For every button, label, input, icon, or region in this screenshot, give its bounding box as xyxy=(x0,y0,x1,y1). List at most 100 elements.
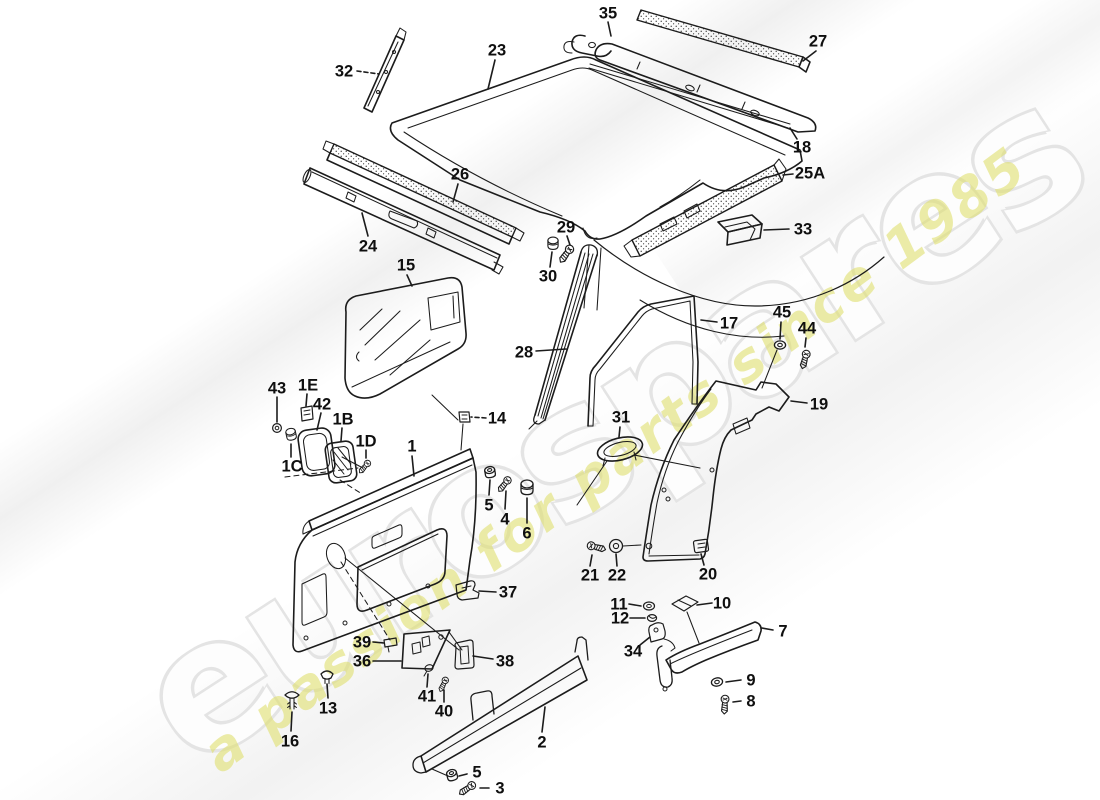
screw-3 xyxy=(456,779,478,798)
leader-32-3 xyxy=(356,70,380,75)
part-label-17-13: 17 xyxy=(720,315,738,333)
part-label-3-39: 3 xyxy=(495,780,504,798)
part-label-42-20: 42 xyxy=(313,396,331,414)
part-label-45-14: 45 xyxy=(773,304,791,322)
leader-29-9 xyxy=(566,235,571,246)
part-label-21-40: 21 xyxy=(581,567,599,585)
leader-7-47 xyxy=(761,627,774,631)
part-label-29-9: 29 xyxy=(557,219,575,237)
b-pillar-trim xyxy=(623,158,787,258)
leader-14-24 xyxy=(470,416,487,419)
part-label-1B-21: 1B xyxy=(332,411,353,429)
header-rail-assembly xyxy=(563,34,817,133)
part-label-38-32: 38 xyxy=(496,653,514,671)
a-pillar-trim xyxy=(363,27,407,113)
part-label-12-44: 12 xyxy=(611,610,629,628)
leader-27-1 xyxy=(802,50,817,62)
part-label-27-1: 27 xyxy=(809,33,827,51)
part-label-26-4: 26 xyxy=(451,166,469,184)
leader-37-29 xyxy=(478,590,497,593)
door-trim-panel xyxy=(284,423,477,653)
part-label-14-24: 14 xyxy=(488,410,507,428)
grommet-1C xyxy=(284,426,298,442)
part-label-6-28: 6 xyxy=(522,525,531,543)
part-label-9-48: 9 xyxy=(746,672,755,690)
part-label-22-41: 22 xyxy=(608,567,626,585)
part-label-4-27: 4 xyxy=(500,511,510,529)
leader-39-30 xyxy=(372,641,385,644)
leader-1E-19 xyxy=(305,393,308,407)
part-label-25A-7: 25A xyxy=(795,165,825,183)
leader-38-32 xyxy=(472,655,494,660)
part-label-30-10: 30 xyxy=(539,268,557,286)
grommet-30 xyxy=(547,236,559,251)
hook-37 xyxy=(455,580,480,601)
nut-43 xyxy=(272,423,283,434)
leader-5-26 xyxy=(488,479,491,496)
screw-4 xyxy=(495,474,514,495)
leader-13-35 xyxy=(326,683,329,699)
part-label-11-43: 11 xyxy=(610,596,627,614)
trim-strip-18 xyxy=(588,63,791,129)
rear-armrest-cluster xyxy=(642,595,762,692)
leader-35-0 xyxy=(607,21,612,37)
washer-9 xyxy=(709,676,725,688)
part-label-33-8: 33 xyxy=(794,221,812,239)
part-label-10-45: 10 xyxy=(713,595,731,613)
part-label-15-11: 15 xyxy=(397,257,415,275)
leader-8-49 xyxy=(732,700,742,703)
leader-23-2 xyxy=(487,59,496,90)
part-label-2-37: 2 xyxy=(537,734,546,752)
part-label-1-25: 1 xyxy=(407,438,416,456)
leader-33-8 xyxy=(763,228,790,231)
leader-25A-7 xyxy=(782,173,794,176)
leader-16-36 xyxy=(290,711,293,732)
part-label-40-34: 40 xyxy=(435,703,453,721)
quarter-trim-panel xyxy=(642,380,790,562)
leader-5-38 xyxy=(458,773,468,777)
roof-rail-front xyxy=(302,167,504,275)
sill-trim xyxy=(412,636,589,777)
leader-19-16 xyxy=(790,400,808,404)
part-label-37-29: 37 xyxy=(499,584,517,602)
clip-13 xyxy=(320,670,334,685)
leader-26-4 xyxy=(452,183,459,203)
leader-1B-21 xyxy=(340,427,343,442)
part-label-1C-23: 1C xyxy=(281,458,302,476)
part-label-5-26: 5 xyxy=(484,497,493,515)
screw-44 xyxy=(797,348,812,371)
rivet-16 xyxy=(284,690,300,710)
bracket-34 xyxy=(648,622,666,643)
pillar-seal-channel xyxy=(528,244,599,430)
clip-11 xyxy=(642,601,656,611)
clip-14 xyxy=(458,411,471,423)
leader-9-48 xyxy=(725,679,742,683)
clip-38 xyxy=(454,639,475,670)
clip-12 xyxy=(646,613,658,622)
roof-rail-rear xyxy=(322,140,525,245)
part-label-28-12: 28 xyxy=(515,344,533,362)
speaker-grille-set xyxy=(272,405,373,484)
washer-41 xyxy=(424,664,434,672)
part-label-16-36: 16 xyxy=(281,733,299,751)
part-label-7-47: 7 xyxy=(778,623,787,641)
leader-41-33 xyxy=(426,673,429,688)
leader-42-20 xyxy=(316,412,322,431)
part-label-41-33: 41 xyxy=(418,688,436,706)
part-label-8-49: 8 xyxy=(746,693,755,711)
clip-1E xyxy=(300,405,314,422)
upper-trim-strip xyxy=(636,9,811,73)
screw-29 xyxy=(556,242,577,266)
speaker-grille-1B xyxy=(324,440,358,484)
armrest-insert xyxy=(576,436,701,506)
part-label-23-2: 23 xyxy=(488,42,506,60)
leader-2-37 xyxy=(541,706,546,733)
leader-44-15 xyxy=(804,337,807,348)
part-label-36-31: 36 xyxy=(353,653,371,671)
part-label-18-6: 18 xyxy=(793,139,811,157)
part-label-39-30: 39 xyxy=(353,634,371,652)
washer-45 xyxy=(773,340,787,350)
